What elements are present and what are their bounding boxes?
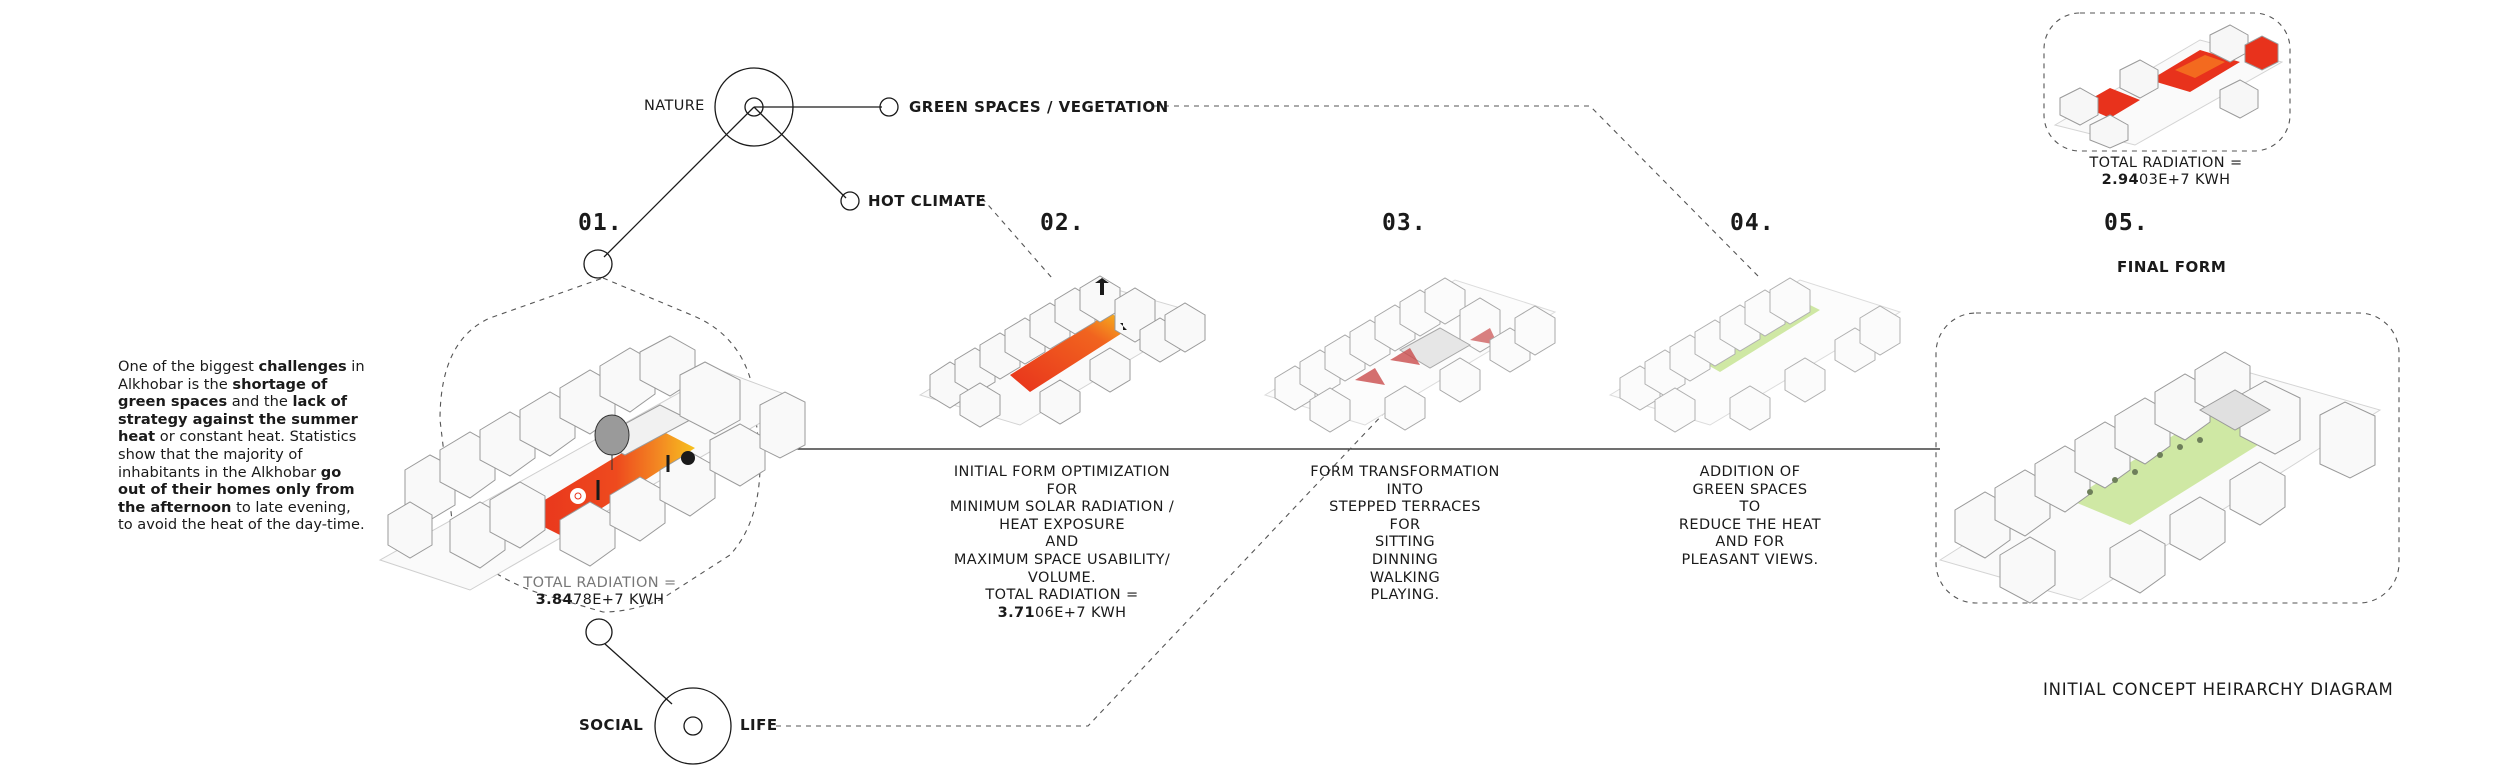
- stage-4-line: TO: [1739, 499, 1761, 516]
- stage-2-caption: INITIAL FORM OPTIMIZATION FOR MINIMUM SO…: [912, 464, 1212, 622]
- stage2-model: [918, 275, 1207, 428]
- stage3-model: [1263, 277, 1557, 433]
- stage-1-number: 01.: [578, 210, 623, 236]
- stage-4-caption: ADDITION OF GREEN SPACES TO REDUCE THE H…: [1625, 464, 1875, 570]
- stage-2-line: VOLUME.: [1027, 569, 1097, 586]
- stage-5-radiation-rest: 03E+7 KWH: [2138, 172, 2231, 188]
- hierarchy-lines: [583, 67, 1940, 765]
- stage-3-line: FORM TRANSFORMATION: [1310, 464, 1500, 480]
- stage-1-radiation-bold: 3.84: [535, 592, 573, 608]
- stage1-model: [378, 335, 806, 591]
- nature-label: NATURE: [644, 98, 705, 114]
- stage-5-radiation: TOTAL RADIATION = 2.9403E+7 KWH: [2066, 155, 2266, 189]
- intro-bold-4: go out of their homes only from the afte…: [118, 463, 355, 516]
- intro-text-5: to late evening, to avoid the heat of th…: [118, 498, 365, 534]
- hot-node-circle: [840, 191, 860, 211]
- social-life-circle: [654, 687, 732, 765]
- green-node-circle: [879, 97, 899, 117]
- stage-2-line: MAXIMUM SPACE USABILITY/: [953, 551, 1171, 568]
- stage-4-line: ADDITION OF: [1699, 464, 1801, 480]
- stage-3-line: FOR: [1389, 516, 1421, 533]
- stage-3-line: PLAYING.: [1370, 587, 1440, 604]
- stage-3-line: DINNING: [1371, 551, 1439, 568]
- stage-5-radiation-value: 2.9403E+7 KWH: [2066, 172, 2266, 189]
- stage-4-line: REDUCE THE HEAT: [1678, 516, 1822, 533]
- stage3-terrace-red: [1390, 348, 1420, 365]
- dashed-links: [439, 12, 2400, 727]
- stage-4-line: GREEN SPACES: [1692, 481, 1808, 498]
- stage-2-line: FOR: [1046, 481, 1078, 498]
- stage4-model: [1608, 277, 1902, 433]
- final-form-frame: [1935, 312, 2400, 604]
- intro-bold-3: lack of strategy against the summer heat: [118, 393, 358, 446]
- stage-2-line: INITIAL FORM OPTIMIZATION: [953, 464, 1171, 480]
- final-form-label: FINAL FORM: [2117, 258, 2227, 276]
- stage-2-radiation-value: 3.7106E+7 KWH: [912, 605, 1212, 623]
- intro-text-3: and the: [227, 393, 293, 411]
- stage-3-line: WALKING: [1369, 569, 1441, 586]
- stage-5-number: 05.: [2104, 210, 2149, 236]
- top-render-frame: [2043, 12, 2291, 152]
- intro-bold-2: shortage of green spaces: [118, 375, 328, 411]
- social-label: SOCIAL: [579, 716, 644, 734]
- intro-text-4: or constant heat. Statistics show that t…: [118, 428, 357, 481]
- stage-1-radiation: TOTAL RADIATION = 3.8478E+7 KWH: [500, 575, 700, 609]
- stage1-bottom-circle: [585, 618, 613, 646]
- intro-bold-1: challenges: [258, 358, 347, 375]
- stage-4-number: 04.: [1730, 210, 1775, 236]
- stage-2-radiation-label: TOTAL RADIATION =: [985, 587, 1139, 604]
- stage1-tree: [594, 414, 630, 470]
- hot-climate-label: HOT CLIMATE: [868, 192, 987, 210]
- life-label: LIFE: [740, 716, 778, 734]
- stage-3-line: INTO: [1386, 481, 1424, 498]
- intro-text-1: One of the biggest: [118, 358, 259, 375]
- stage5-green-zone: [2070, 400, 2290, 525]
- stage-2-radiation-bold: 3.71: [997, 604, 1035, 621]
- stage-3-number: 03.: [1382, 210, 1427, 236]
- intro-text-2: in Alkhobar is the: [118, 358, 365, 393]
- top-render-model: [2053, 24, 2284, 149]
- green-spaces-label: GREEN SPACES / VEGETATION: [909, 98, 1169, 116]
- stage-3-caption: FORM TRANSFORMATION INTO STEPPED TERRACE…: [1280, 464, 1530, 605]
- social-life-center-circle: [683, 716, 703, 736]
- stage-2-radiation-rest: 06E+7 KWH: [1034, 604, 1127, 621]
- stage-1-radiation-rest: 78E+7 KWH: [572, 592, 665, 608]
- stage1-sun-marker: [570, 488, 586, 504]
- stage-1-radiation-value: 3.8478E+7 KWH: [500, 592, 700, 609]
- stage-3-line: SITTING: [1374, 534, 1436, 551]
- stage-1-radiation-label: TOTAL RADIATION =: [523, 575, 677, 591]
- diagram-title: INITIAL CONCEPT HEIRARCHY DIAGRAM: [2043, 680, 2394, 699]
- stage5-model: [1938, 351, 2382, 604]
- intro-paragraph: One of the biggest challenges in Alkhoba…: [118, 358, 370, 534]
- stage-2-line: HEAT EXPOSURE: [999, 516, 1125, 533]
- stage-5-radiation-label: TOTAL RADIATION =: [2089, 155, 2243, 171]
- stage1-top-circle: [583, 249, 613, 279]
- stage-4-line: AND FOR: [1715, 534, 1785, 551]
- stage-2-line: AND: [1045, 534, 1079, 551]
- stage2-heat-zone: [1010, 312, 1130, 392]
- stage-5-radiation-bold: 2.94: [2101, 172, 2139, 188]
- stage-2-line: MINIMUM SOLAR RADIATION /: [949, 499, 1175, 516]
- hexagon-frame: [439, 277, 761, 613]
- stage1-heat-zone: [520, 430, 695, 535]
- stage-4-line: PLEASANT VIEWS.: [1681, 551, 1819, 568]
- stage-2-number: 02.: [1040, 210, 1085, 236]
- stage-3-line: STEPPED TERRACES: [1329, 499, 1481, 516]
